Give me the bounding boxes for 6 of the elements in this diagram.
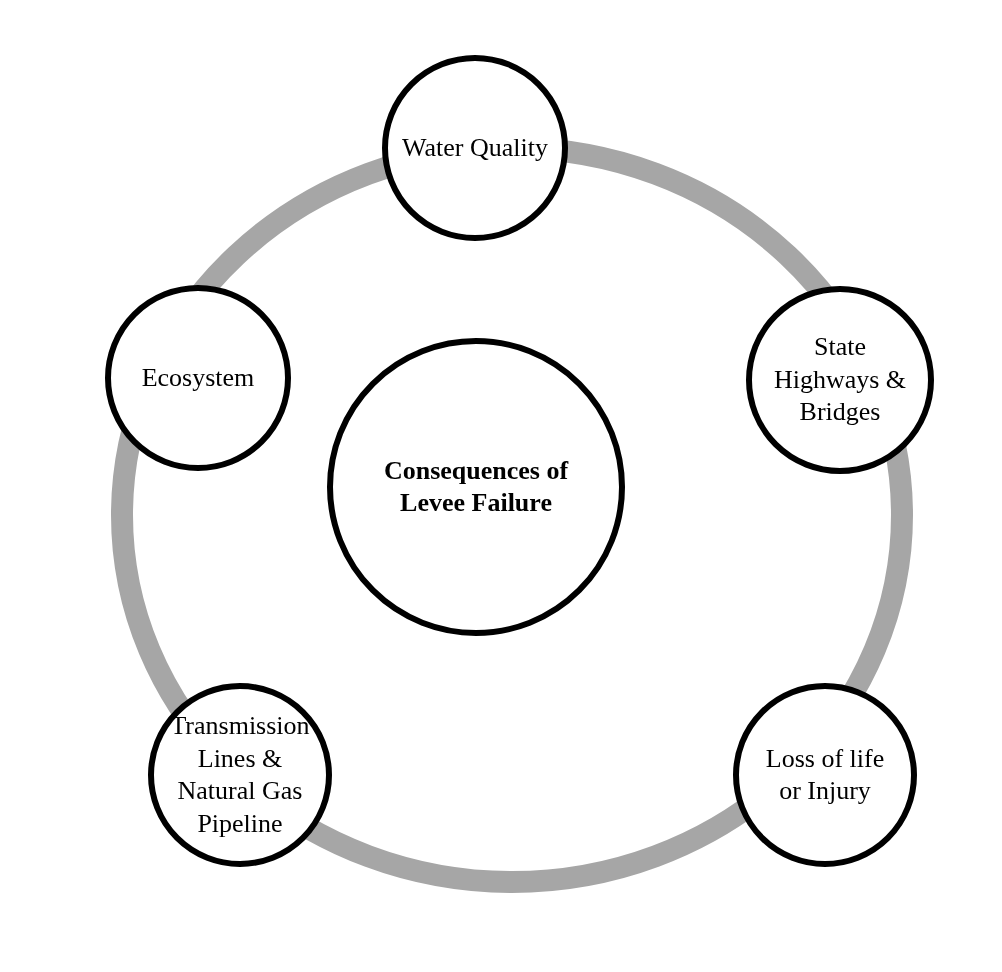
node-label: Transmission Lines & Natural Gas Pipeline <box>169 710 311 840</box>
node-label: State Highways & Bridges <box>772 331 908 429</box>
center-title: Consequences of Levee Failure <box>382 454 570 519</box>
node-label: Ecosystem <box>140 361 256 394</box>
node-label: Water Quality <box>401 131 549 164</box>
node-label: Loss of life or Injury <box>764 742 886 807</box>
